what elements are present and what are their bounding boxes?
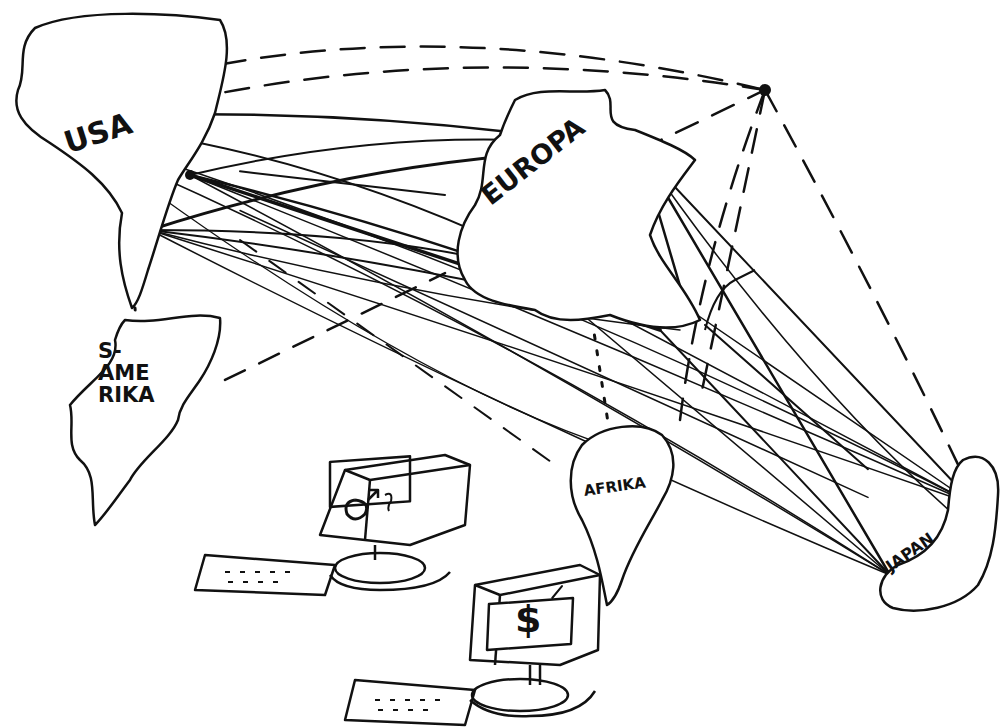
continent-shape: EUROPA (445, 85, 705, 335)
link-line (240, 171, 445, 195)
continent-shape: AFRIKA (562, 420, 682, 605)
computer-terminal (195, 455, 470, 595)
shape-outline-path (16, 14, 227, 308)
continent-shape: JAPAN (868, 440, 1000, 615)
shape-outline-path (571, 426, 674, 605)
shape-outline-path (880, 457, 998, 611)
continent-name: S- AME RIKA (98, 340, 158, 406)
continent-shape: USA (10, 8, 240, 308)
shape-outline (868, 440, 1000, 615)
shape-outline (10, 8, 240, 308)
link-line (225, 273, 445, 380)
shape-outline-path (487, 598, 573, 650)
continent-shape: S- AME RIKA (60, 310, 225, 530)
link-line (134, 308, 137, 310)
shape-outline (562, 420, 682, 605)
link-line (594, 335, 607, 420)
shape-outline (60, 310, 225, 530)
shape-outline-path (70, 316, 220, 525)
link-line (705, 325, 868, 469)
terminal-screen: $ (485, 598, 577, 650)
computer-terminal (345, 565, 600, 725)
screen-symbol: $ (515, 600, 541, 640)
link-line (552, 586, 562, 598)
shape-outline-path (458, 90, 700, 328)
